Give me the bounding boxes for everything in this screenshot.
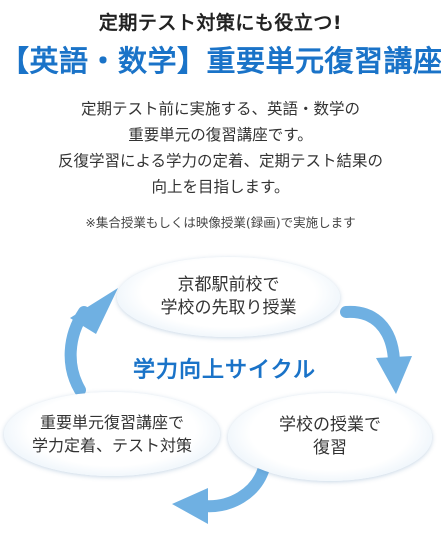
description-line: 定期テスト前に実施する、英語・数学の [80, 100, 360, 118]
course-title: 【英語・数学】重要単元復習講座 [0, 44, 441, 78]
step-line: 京都駅前校で [177, 275, 280, 295]
step-line: 復習 [313, 438, 347, 458]
cycle-step-school-class: 学校の授業で 復習 [228, 393, 432, 481]
description-line: 重要単元の復習講座です。 [128, 126, 313, 144]
cycle-step-prelesson: 京都駅前校で 学校の先取り授業 [117, 257, 340, 337]
description-line: 向上を目指します。 [151, 178, 290, 196]
description-line: 反復学習による学力の定着、定期テスト結果の [57, 152, 384, 170]
footnote: ※集合授業もしくは映像授業(録画)で実施します [85, 215, 356, 230]
cycle-arrow-left-icon [64, 288, 118, 396]
cycle-arrow-bottom-icon [172, 462, 270, 524]
cycle-step-review-course: 重要単元復習講座で 学力定着、テスト対策 [4, 392, 220, 476]
cycle-title: 学力向上サイクル [133, 358, 316, 383]
step-line: 学力定着、テスト対策 [31, 436, 192, 455]
step-line: 重要単元復習講座で [39, 413, 184, 432]
course-description: 定期テスト前に実施する、英語・数学の 重要単元の復習講座です。 反復学習による学… [0, 96, 441, 200]
step-line: 学校の先取り授業 [160, 298, 297, 318]
lead-text: 定期テスト対策にも役立つ! [98, 12, 343, 34]
cycle-arrow-right-icon [340, 305, 412, 394]
step-line: 学校の授業で [279, 415, 381, 435]
